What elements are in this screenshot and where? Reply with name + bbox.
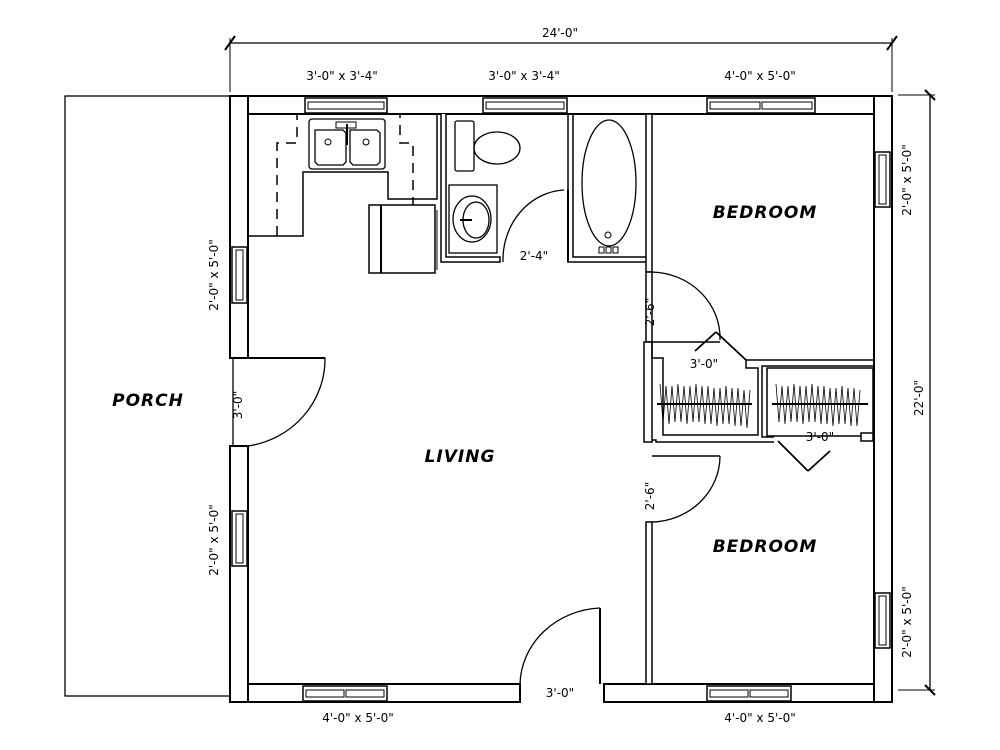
overall-depth-label: 22'-0": [912, 380, 926, 416]
window-top-right: 4'-0" x 5'-0": [706, 69, 816, 114]
bedroom-2-door-label: 2'-6": [643, 482, 657, 510]
window-bottom-left: 4'-0" x 5'-0": [302, 685, 394, 725]
closet-1: 3'-0": [651, 331, 873, 443]
bathroom-door: 2'-4": [502, 189, 569, 263]
window-left-upper-label: 2'-0" x 5'-0": [207, 239, 221, 311]
overall-width-label: 24'-0": [542, 26, 578, 40]
overall-width-dimension: 24'-0": [224, 26, 898, 92]
kitchen-counter: [249, 114, 438, 258]
toilet: [454, 120, 521, 172]
window-right-upper: 2'-0" x 5'-0": [874, 144, 914, 216]
window-left-upper: 2'-0" x 5'-0": [207, 239, 248, 311]
window-right-lower: 2'-0" x 5'-0": [874, 586, 914, 658]
porch-label: PORCH: [112, 391, 184, 411]
closet-1-door-label: 3'-0": [690, 357, 718, 371]
window-top-left: 3'-0" x 3'-4": [304, 69, 388, 114]
bedroom-1-door-label: 2'-6": [643, 298, 657, 326]
window-bottom-left-label: 4'-0" x 5'-0": [322, 711, 394, 725]
bedroom-1-label: BEDROOM: [713, 203, 818, 223]
rear-entry-door: 3'-0": [519, 607, 601, 700]
bathroom-door-label: 2'-4": [520, 249, 548, 263]
window-top-middle: 3'-0" x 3'-4": [482, 69, 568, 114]
living-label: LIVING: [425, 447, 496, 467]
bedroom-2-label: BEDROOM: [713, 537, 818, 557]
porch-outline: [64, 95, 234, 697]
rear-entry-door-label: 3'-0": [546, 686, 574, 700]
bedroom-2-door: 2'-6": [643, 455, 721, 523]
bathroom-vanity: [448, 184, 498, 254]
bedroom-partition-walls: [643, 271, 653, 685]
porch-entry-door: 3'-0": [231, 357, 326, 447]
closet-2: 3'-0": [766, 367, 874, 472]
closet-2-door-label: 3'-0": [806, 430, 834, 444]
range-stove: [368, 204, 438, 274]
bedroom-1-door: 2'-6": [643, 271, 721, 341]
window-left-lower-label: 2'-0" x 5'-0": [207, 504, 221, 576]
exterior-walls: [229, 95, 893, 703]
porch-entry-door-label: 3'-0": [231, 391, 245, 419]
bathtub: [581, 119, 637, 254]
window-top-middle-label: 3'-0" x 3'-4": [488, 69, 560, 83]
window-left-lower: 2'-0" x 5'-0": [207, 504, 248, 576]
overall-depth-dimension: 22'-0": [898, 89, 936, 696]
window-bottom-right: 4'-0" x 5'-0": [706, 685, 796, 725]
window-right-upper-label: 2'-0" x 5'-0": [900, 144, 914, 216]
window-bottom-right-label: 4'-0" x 5'-0": [724, 711, 796, 725]
kitchen-sink: [308, 118, 386, 170]
window-top-left-label: 3'-0" x 3'-4": [306, 69, 378, 83]
window-top-right-label: 4'-0" x 5'-0": [724, 69, 796, 83]
window-right-lower-label: 2'-0" x 5'-0": [900, 586, 914, 658]
